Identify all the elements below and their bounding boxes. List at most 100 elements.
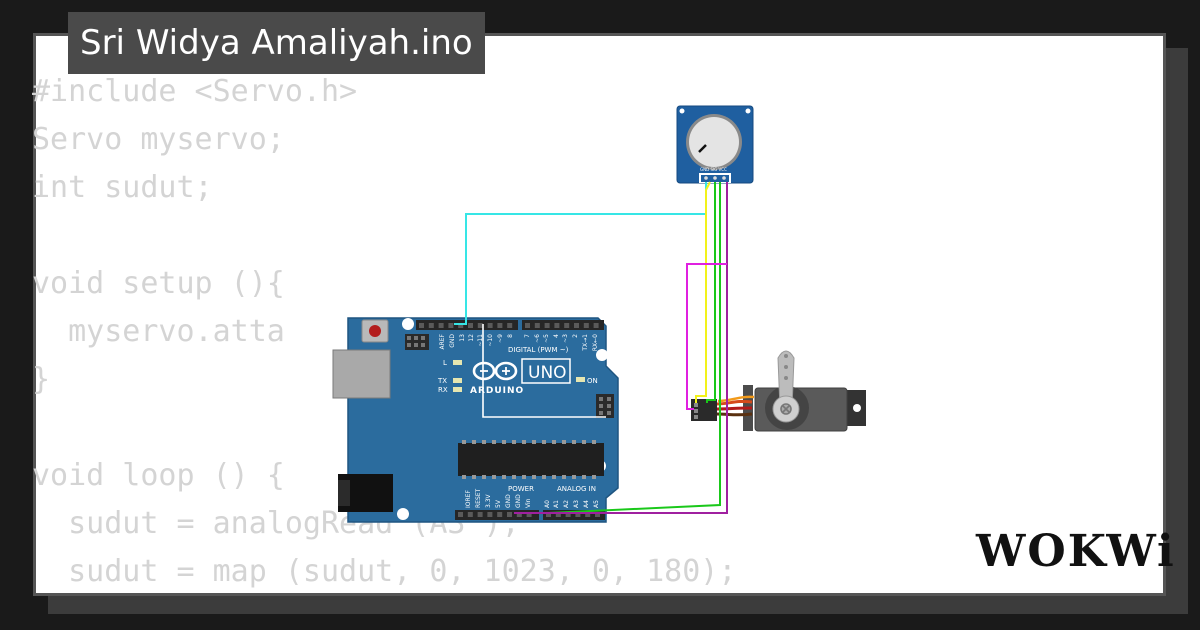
code-line: Servo myservo; [32,122,285,157]
power-header [455,510,539,520]
header-pin [497,512,503,517]
header-pin [487,512,493,517]
top-pin-label: ~9 [497,334,504,343]
led-tx-label: TX [437,377,447,385]
top-pin-label: ~3 [562,334,569,343]
header-pin [448,323,454,328]
logo-marks [480,367,510,375]
header-pin [526,512,532,517]
code-line: void loop () { [32,458,285,493]
bottom-pin-label: RESET [475,488,482,508]
top-pin-label: TX→1 [582,334,589,352]
pot-pin-labels: GND SIG VCC [700,167,727,172]
power-label: POWER [508,485,534,493]
top-pin-label: 7 [524,334,531,338]
led-rx [453,387,462,392]
mount-hole [402,318,414,330]
arduino-logo-icon [472,361,518,381]
bottom-pin-label: 5V [495,499,502,508]
bottom-pin-label: A5 [593,500,600,508]
header-pin [546,512,551,517]
bottom-pin-label: A2 [563,500,570,508]
header-pin [468,323,473,328]
header-pin [555,512,561,517]
bottom-pin-label: A3 [573,500,580,508]
bottom-pin-label: 3.3V [485,493,492,508]
header-pin [467,512,473,517]
servo-cable-brown [715,412,753,417]
wire-magenta[interactable] [686,263,727,410]
top-pin-label: GND [449,334,456,348]
header-pin [477,323,483,328]
digital-header-label: DIGITAL (PWM ~) [508,346,569,354]
led-on [576,377,585,382]
header-pin [534,323,540,328]
led-l [453,360,462,365]
pot-knob[interactable] [689,117,739,167]
mount-hole [596,349,608,361]
top-pin-label: AREF [439,333,446,349]
top-pin-label: ~5 [543,334,550,343]
reset-button[interactable] [361,319,389,343]
top-pin-label: ~10 [487,334,494,347]
wokwi-logo: WOKWi [976,526,1176,577]
wires [454,181,728,514]
card-border-bottom [36,593,1163,596]
bottom-pin-label: GND [505,494,512,508]
led-rx-label: RX [438,386,448,394]
code-line: void setup (){ [32,266,285,301]
header-pin [507,512,512,517]
bottom-pin-label: A1 [553,500,560,508]
board-trace [482,324,606,418]
header-pin [583,323,589,328]
header-pin [477,512,483,517]
servo-motor[interactable] [691,350,866,432]
top-pin-label: ~6 [534,334,541,343]
analog-header [543,510,605,520]
code-line: myservo.atta [32,314,285,349]
arduino-brand-text: ARDUINO [470,386,524,396]
header-pin [574,323,579,328]
wire-yellow[interactable] [695,181,711,403]
uno-text: UNO [528,363,567,383]
top-pin-label: RX←0 [592,334,599,351]
bottom-pin-label: Vin [525,498,532,508]
wire-green-analog[interactable] [547,182,721,514]
uno-badge [521,358,571,384]
header-pin [458,512,463,517]
usb-connector [332,349,391,399]
header-pin [575,512,581,517]
top-pin-label: 4 [553,334,560,338]
servo-cable-red [715,406,753,411]
wire-purple[interactable] [514,182,728,514]
header-pin [458,323,464,328]
header-pin [497,323,503,328]
header-pin [585,512,591,517]
code-line: #include <Servo.h> [32,74,358,109]
led-on-label: ON [587,377,598,385]
header-pin [507,323,513,328]
code-preview: #include <Servo.h>Servo myservo;int sudu… [32,68,736,596]
header-pin [544,323,550,328]
top-pin-label: 2 [572,334,579,338]
top-pin-label: ~11 [477,334,484,347]
potentiometer[interactable]: GND SIG VCC [676,105,754,184]
servo-screw-icon [780,403,792,415]
bottom-pin-label: GND [515,494,522,508]
bottom-pin-label: A4 [583,500,590,508]
header-pin [516,512,522,517]
bottom-pin-label: A0 [544,500,551,508]
wire-green[interactable] [706,182,716,403]
top-pin-label: 8 [507,334,514,338]
digital-header-right [522,320,604,330]
led-l-label: L [443,359,447,367]
header-pin [428,323,434,328]
header-pin [565,512,571,517]
header-pin [554,323,560,328]
top-pin-label: 13 [459,334,466,342]
icsp-header-right [596,394,614,418]
header-pin [525,323,530,328]
wire-cyan[interactable] [454,182,707,325]
arduino-uno-board[interactable]: L TX RX ON UNO ARDUINO DIGITAL (PWM ~) P… [332,317,619,523]
